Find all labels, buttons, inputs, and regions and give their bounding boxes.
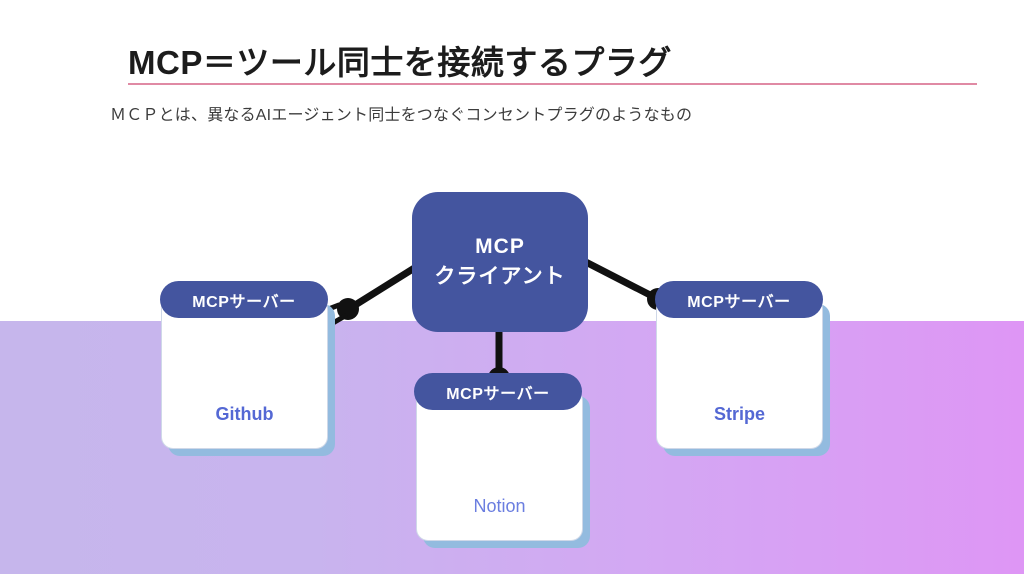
server-pill-stripe[interactable]: MCPサーバー <box>655 281 823 318</box>
mcp-client-line2: クライアント <box>434 265 566 288</box>
server-pill-label: MCPサーバー <box>446 385 550 403</box>
page-subtitle: ＭＣＰとは、異なるAIエージェント同士をつなぐコンセントプラグのようなもの <box>110 107 693 124</box>
mcp-client-node[interactable]: MCP クライアント <box>412 192 588 332</box>
mcp-client-line1: MCP <box>475 234 525 258</box>
server-card-stripe[interactable]: Stripe <box>656 297 830 456</box>
server-card-notion[interactable]: Notion <box>416 389 590 548</box>
page-title: MCP＝ツール同士を接続するプラグ <box>128 44 672 81</box>
server-pill-label: MCPサーバー <box>192 293 296 311</box>
server-card-github[interactable]: Github <box>161 297 335 456</box>
server-name-label: Stripe <box>713 404 766 424</box>
server-pill-notion[interactable]: MCPサーバー <box>414 373 582 410</box>
server-pill-label: MCPサーバー <box>687 293 791 311</box>
card-body <box>656 297 823 449</box>
client-to-github-cable <box>323 258 428 326</box>
server-pill-github[interactable]: MCPサーバー <box>160 281 328 318</box>
card-body <box>416 389 583 541</box>
title-divider-rule <box>128 83 977 85</box>
server-name-label: Notion <box>473 496 526 516</box>
server-name-label: Github <box>215 404 274 424</box>
card-body <box>161 297 328 449</box>
